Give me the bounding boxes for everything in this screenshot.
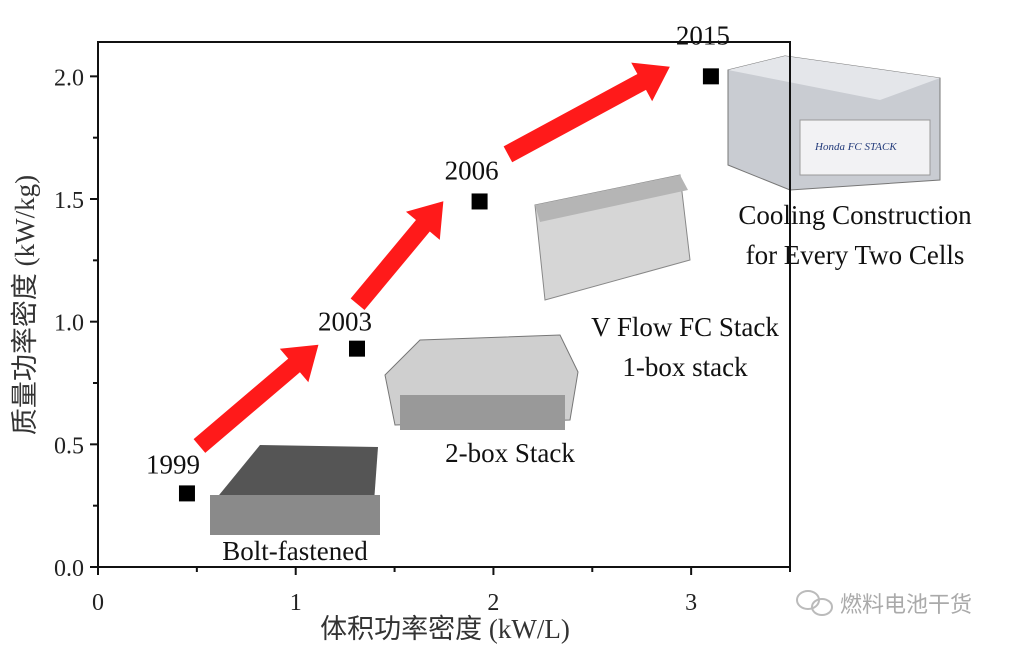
v-flow-stack-image bbox=[534, 174, 691, 301]
two-box-stack-image bbox=[384, 334, 579, 430]
x-axis-title: 体积功率密度 (kW/L) bbox=[320, 614, 570, 644]
x-tick-label: 1 bbox=[290, 590, 302, 616]
stack-label: Bolt-fastened bbox=[222, 536, 368, 566]
stack-label: 1-box stack bbox=[622, 352, 748, 382]
trend-arrows bbox=[193, 62, 670, 453]
year-label: 2006 bbox=[445, 155, 499, 185]
trend-arrow bbox=[193, 344, 319, 453]
y-axis-title: 质量功率密度 (kW/kg) bbox=[10, 175, 40, 435]
y-tick-label: 1.0 bbox=[54, 311, 84, 337]
data-point-marker bbox=[471, 193, 488, 210]
stack-label: V Flow FC Stack bbox=[591, 312, 779, 342]
data-point-marker bbox=[178, 485, 195, 502]
x-tick-label: 0 bbox=[92, 590, 104, 616]
trend-arrow bbox=[503, 62, 670, 163]
y-tick-label: 2.0 bbox=[54, 65, 84, 91]
axes: 0 1 2 3 0.0 0.5 1.0 1.5 2.0 bbox=[54, 41, 791, 616]
y-tick-label: 0.5 bbox=[54, 433, 84, 459]
year-label: 2015 bbox=[676, 20, 730, 50]
y-tick-label: 0.0 bbox=[54, 556, 84, 582]
honda-label: Honda FC STACK bbox=[814, 141, 897, 153]
watermark-text: 燃料电池干货 bbox=[840, 593, 972, 618]
stack-label: for Every Two Cells bbox=[746, 240, 965, 270]
stack-label: Cooling Construction bbox=[738, 200, 972, 230]
honda-fc-stack-image: Honda FC STACK bbox=[727, 55, 941, 191]
year-label: 2003 bbox=[318, 307, 372, 337]
data-point-marker bbox=[349, 340, 366, 357]
plot-frame bbox=[97, 41, 791, 568]
data-point-marker bbox=[702, 68, 719, 85]
year-label: 1999 bbox=[146, 449, 200, 479]
stack-images: Honda FC STACK bbox=[210, 55, 941, 535]
wechat-icon bbox=[796, 590, 833, 616]
watermark: 燃料电池干货 bbox=[796, 590, 972, 618]
stack-label: 2-box Stack bbox=[445, 438, 575, 468]
trend-arrow bbox=[350, 201, 444, 311]
y-tick-label: 1.5 bbox=[54, 188, 84, 214]
x-tick-label: 3 bbox=[685, 590, 697, 616]
x-tick-label: 2 bbox=[487, 590, 499, 616]
bolt-fastened-stack-image bbox=[210, 445, 380, 535]
